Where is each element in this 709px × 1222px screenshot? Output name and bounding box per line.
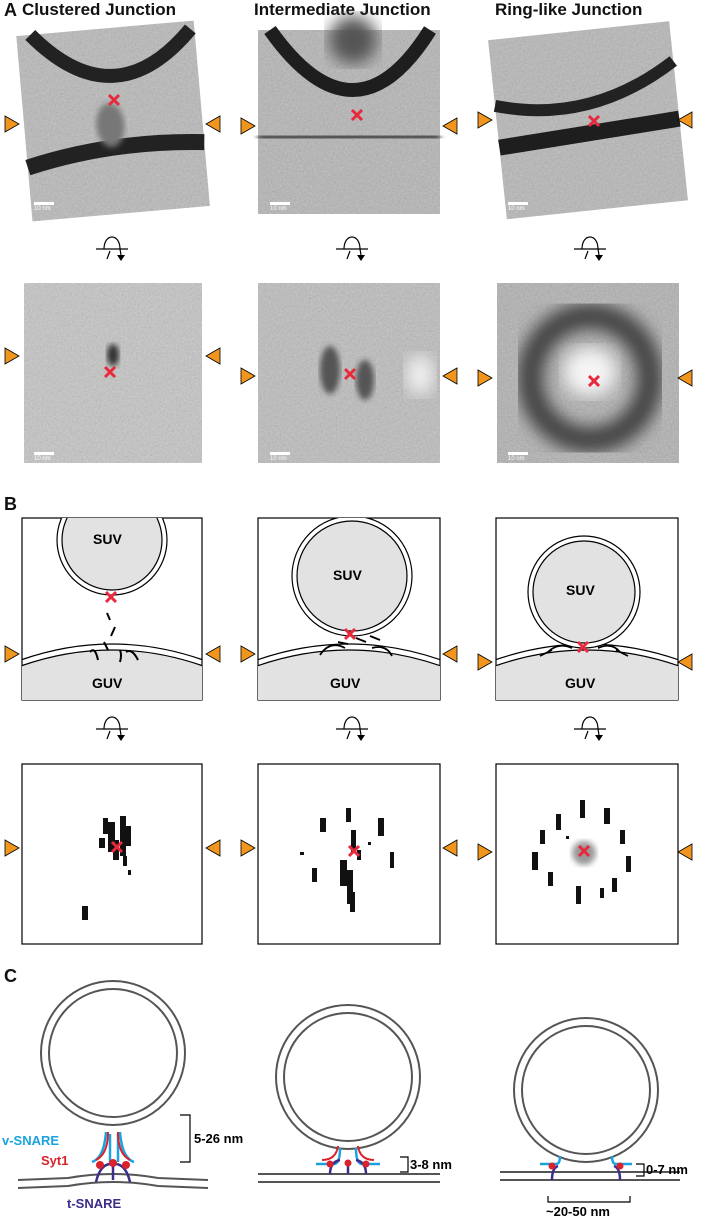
density-map-intermediate — [257, 763, 441, 945]
panel-letter-b: B — [4, 494, 17, 514]
legend-syt1: Syt1 — [41, 1153, 69, 1168]
em-image-clustered-side — [24, 283, 202, 463]
schematic-clustered-side — [21, 517, 203, 701]
column-title-clustered: Clustered Junction — [22, 0, 176, 19]
distance-label-clustered: 5-26 nm — [194, 1131, 244, 1146]
guv-label: GUV — [92, 675, 123, 691]
column-title-intermediate: Intermediate Junction — [254, 0, 431, 19]
em-image-ring-side — [497, 283, 679, 463]
distance-label-ring: 0-7 nm — [646, 1162, 688, 1177]
scale-bar-label: 10 nm — [34, 206, 51, 212]
column-title-ring: Ring-like Junction — [495, 0, 643, 19]
scale-bar-label: 10 nm — [508, 206, 525, 212]
scale-bar-label: 10 nm — [270, 456, 287, 462]
suv-label: SUV — [93, 531, 122, 547]
em-image-ring-top — [488, 21, 688, 220]
model-intermediate — [258, 1004, 440, 1183]
suv-label: SUV — [333, 567, 362, 583]
model-ring — [500, 1017, 680, 1203]
suv-label: SUV — [566, 582, 595, 598]
marker-arrows-b — [4, 645, 693, 861]
schematic-intermediate-side — [257, 517, 441, 701]
em-image-intermediate-top — [257, 16, 441, 214]
density-map-clustered — [21, 763, 203, 945]
em-image-intermediate-side — [258, 283, 440, 463]
legend-v-snare: v-SNARE — [2, 1133, 60, 1148]
schematic-ring-side — [495, 517, 679, 701]
panel-letter-a: A — [4, 0, 17, 20]
density-map-ring — [495, 763, 679, 945]
model-clustered — [17, 980, 209, 1189]
distance-label-intermediate: 3-8 nm — [410, 1157, 452, 1172]
em-image-clustered-top — [16, 20, 210, 222]
ring-width-label: ~20-50 nm — [546, 1204, 610, 1219]
scale-bar-label: 10 nm — [270, 206, 287, 212]
guv-label: GUV — [330, 675, 361, 691]
scale-bar-label: 10 nm — [34, 456, 51, 462]
guv-label: GUV — [565, 675, 596, 691]
marker-arrows-a — [4, 111, 693, 387]
panel-letter-c: C — [4, 966, 17, 986]
scale-bar-label: 10 nm — [508, 456, 525, 462]
legend-t-snare: t-SNARE — [67, 1196, 122, 1211]
